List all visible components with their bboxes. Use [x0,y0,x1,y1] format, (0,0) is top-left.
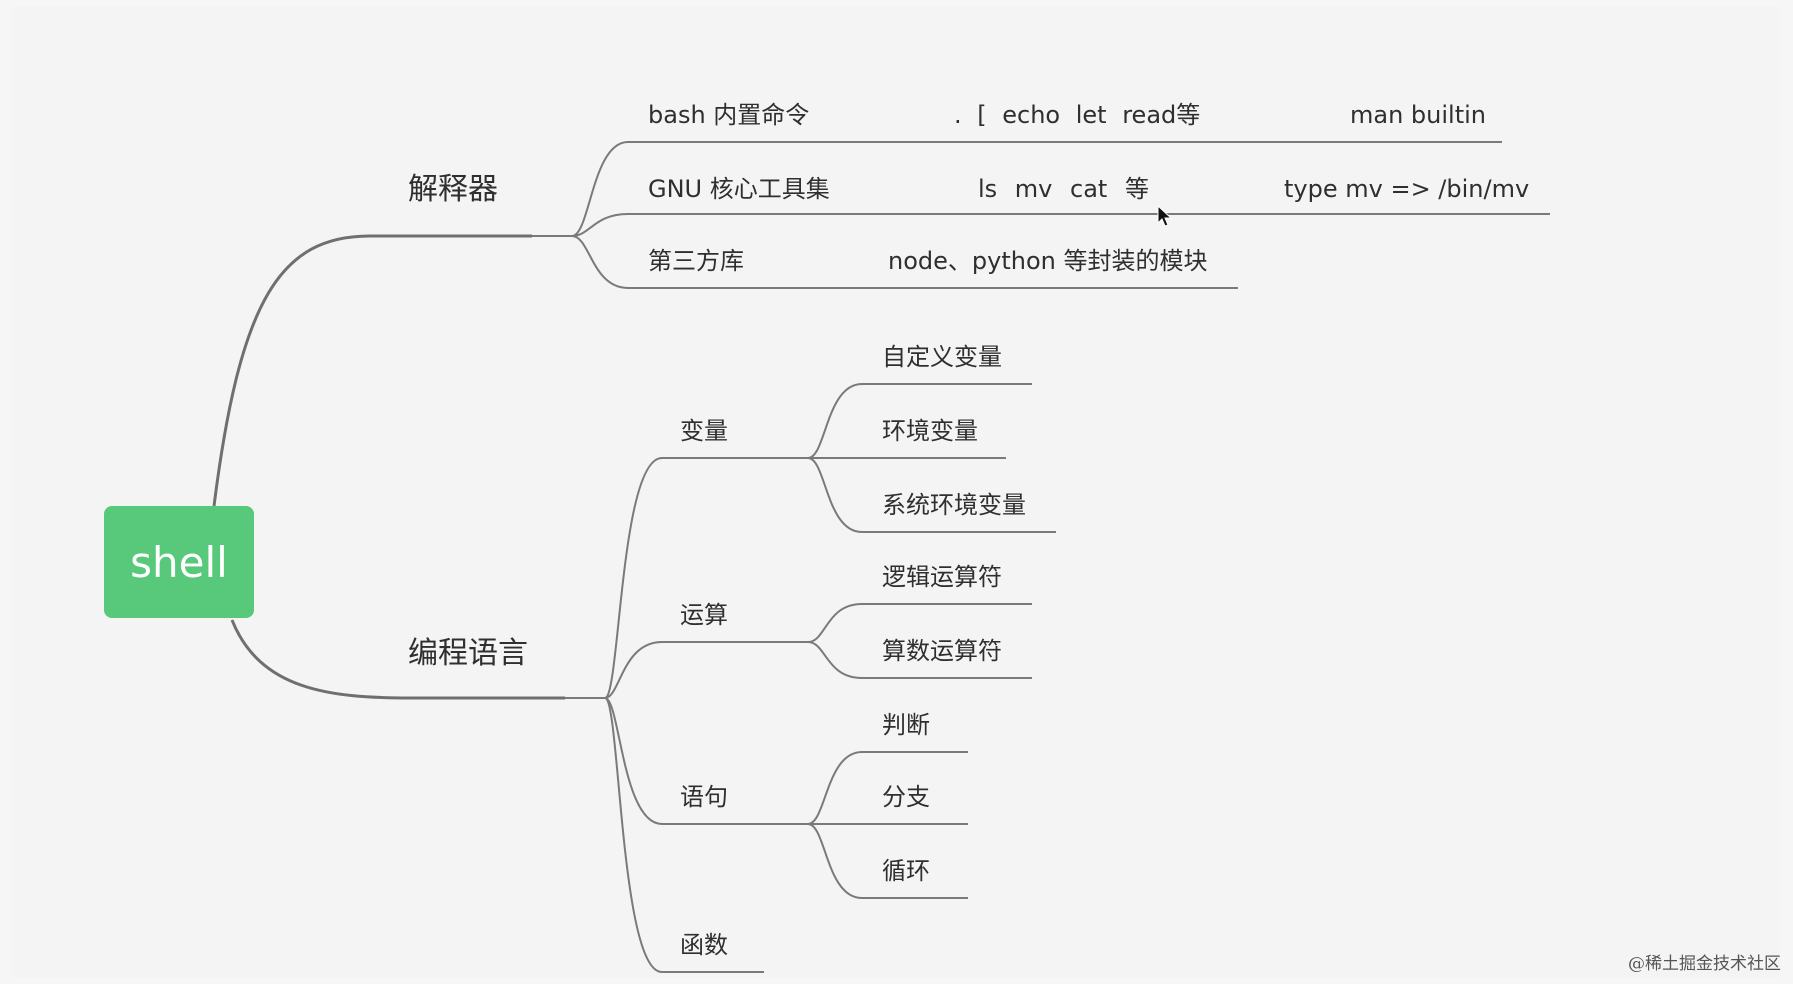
watermark: @稀土掘金技术社区 [1628,954,1781,974]
node-op-logic[interactable]: 逻辑运算符 [882,563,1002,591]
link-root-language [230,619,565,700]
link-root-interpreter [212,234,532,507]
node-thirdparty[interactable]: 第三方库 [648,247,744,275]
link-interpreter-gnu [571,213,1550,237]
node-bash-examples: . [ echo let read等 [954,101,1201,129]
node-op-arith[interactable]: 算数运算符 [882,637,1002,665]
root-node-shell[interactable]: shell [104,506,254,618]
node-operations[interactable]: 运算 [680,601,728,629]
root-node-label: shell [130,537,228,587]
node-bash-note: man builtin [1350,101,1486,129]
link-interpreter-bash [532,141,1502,237]
mouse-pointer-icon [1157,205,1173,227]
link-var-custom [807,383,1032,459]
node-gnu-examples: ls mv cat 等 [978,175,1149,203]
node-programming-language[interactable]: 编程语言 [408,636,528,671]
link-language-operations [604,641,808,699]
node-var-env[interactable]: 环境变量 [882,417,978,445]
link-st-loop [807,823,968,899]
link-language-variables [565,457,808,699]
link-op-arith [807,641,1032,679]
link-st-judge [807,751,968,825]
node-st-loop[interactable]: 循环 [882,857,930,885]
link-language-functions [604,697,764,973]
node-thirdparty-examples: node、python 等封装的模块 [888,247,1208,275]
node-interpreter[interactable]: 解释器 [408,172,498,207]
link-op-logic [807,603,1032,643]
node-statements[interactable]: 语句 [680,783,728,811]
mindmap-panel [12,6,1780,978]
node-var-custom[interactable]: 自定义变量 [882,343,1002,371]
node-st-judge[interactable]: 判断 [882,711,930,739]
node-var-sysenv[interactable]: 系统环境变量 [882,491,1026,519]
link-interpreter-thirdparty [571,235,1238,289]
node-gnu-coreutils[interactable]: GNU 核心工具集 [648,175,830,203]
node-bash-builtin[interactable]: bash 内置命令 [648,101,810,129]
link-var-sysenv [807,457,1056,533]
node-st-branch[interactable]: 分支 [882,783,930,811]
node-functions[interactable]: 函数 [680,931,728,959]
link-language-statements [604,697,808,825]
node-gnu-note: type mv => /bin/mv [1284,175,1530,203]
node-variables[interactable]: 变量 [680,417,728,445]
